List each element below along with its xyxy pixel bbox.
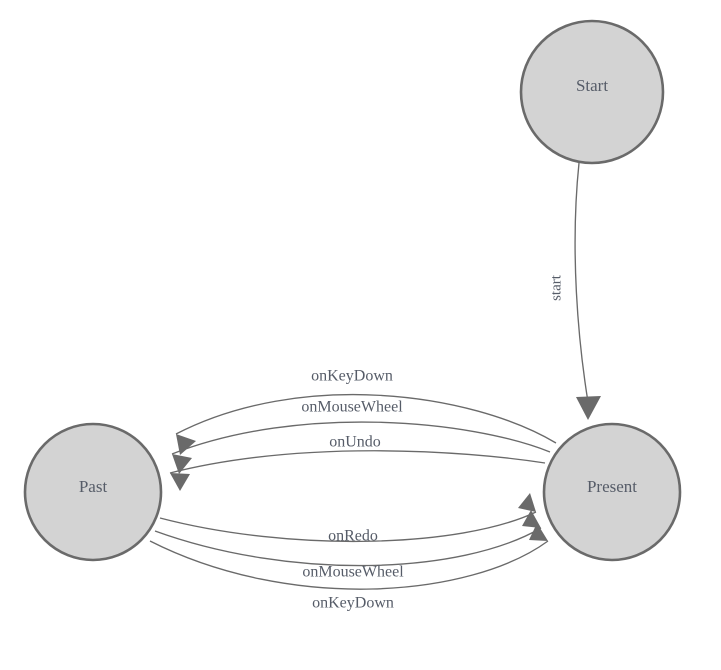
edge-on-mouse-wheel-to-present[interactable] [154, 510, 542, 567]
edge-on-redo-to-present[interactable] [159, 493, 537, 543]
edge-start-to-present[interactable] [574, 162, 601, 420]
edge-label-on-mouse-wheel-lower: onMouseWheel [302, 564, 404, 581]
edge-label-on-key-down-upper: onKeyDown [311, 368, 393, 385]
edge-label-on-redo: onRedo [328, 528, 378, 545]
node-start[interactable]: Start [519, 19, 665, 165]
arrow-head-icon [176, 434, 196, 455]
arrow-head-icon [172, 454, 192, 474]
edge-label-start: start [548, 274, 564, 301]
arrow-head-icon [170, 473, 190, 491]
node-past[interactable]: Past [23, 422, 163, 562]
edge-path [169, 450, 546, 474]
edge-path [159, 511, 537, 543]
arrow-head-icon [518, 493, 536, 512]
arrow-head-icon [576, 396, 601, 420]
edge-on-key-down-to-past[interactable] [175, 393, 557, 455]
edge-path [574, 162, 589, 403]
edge-path [149, 540, 549, 590]
node-shape [23, 422, 163, 562]
edge-label-on-undo: onUndo [329, 434, 381, 451]
node-shape [542, 422, 682, 562]
node-label: Past [79, 477, 108, 496]
edge-on-key-down-to-present[interactable] [149, 523, 549, 590]
edge-path [171, 421, 551, 455]
node-label: Start [576, 76, 608, 95]
arrow-head-icon [529, 523, 548, 541]
edge-on-undo-to-past[interactable] [169, 450, 546, 491]
edge-label-on-mouse-wheel-upper: onMouseWheel [301, 399, 403, 416]
edge-label-on-key-down-lower: onKeyDown [312, 595, 394, 612]
node-label: Present [587, 477, 637, 496]
arrow-head-icon [522, 510, 541, 528]
edge-on-mouse-wheel-to-past[interactable] [171, 421, 551, 474]
edge-path [154, 527, 542, 567]
edge-path [175, 393, 557, 444]
node-shape [519, 19, 665, 165]
node-present[interactable]: Present [542, 422, 682, 562]
